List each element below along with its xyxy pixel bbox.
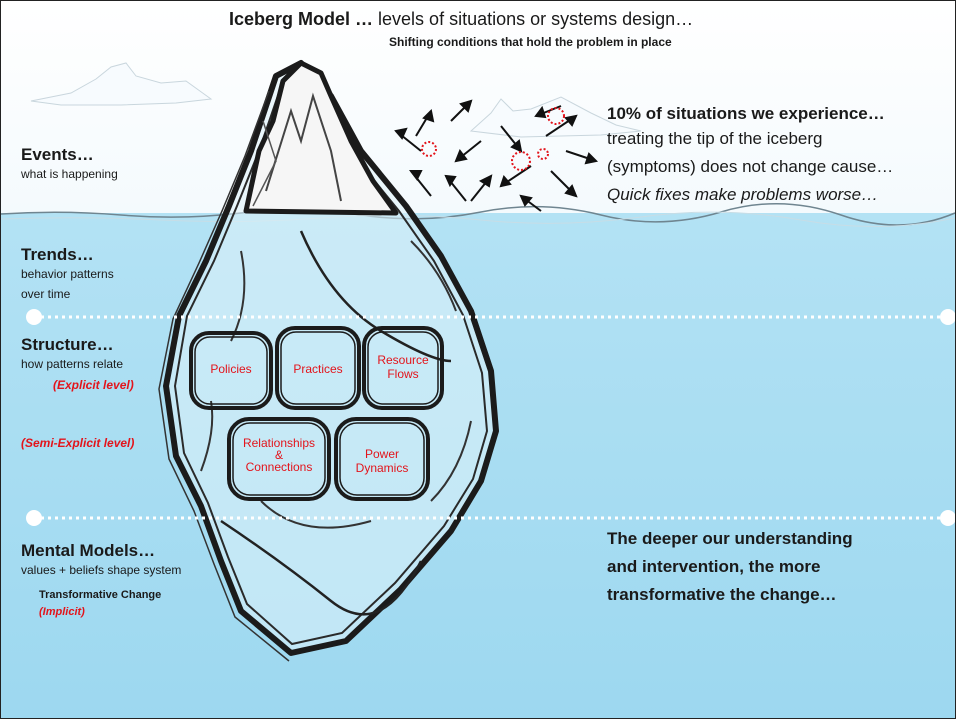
title-rest: levels of situations or systems design… <box>373 9 693 29</box>
right-bottom-line1: The deeper our understanding <box>607 529 853 549</box>
right-top-heading: 10% of situations we experience… <box>607 104 885 124</box>
page-subtitle: Shifting conditions that hold the proble… <box>389 35 672 49</box>
box-label-policies: Policies <box>191 362 271 376</box>
right-top-line4: Quick fixes make problems worse… <box>607 185 878 205</box>
box-label-relationships: Relationships&Connections <box>229 437 329 473</box>
right-bottom-line2: and intervention, the more <box>607 557 820 577</box>
structure-title: Structure… <box>21 335 114 355</box>
structure-desc: how patterns relate <box>21 357 123 371</box>
trends-title: Trends… <box>21 245 94 265</box>
mental-models-desc: values + beliefs shape system <box>21 563 181 577</box>
trends-desc-2: over time <box>21 287 70 301</box>
right-top-line2: treating the tip of the iceberg <box>607 129 822 149</box>
page-title: Iceberg Model … levels of situations or … <box>229 9 693 30</box>
implicit-label: (Implicit) <box>39 606 85 618</box>
explicit-level-label: (Explicit level) <box>53 378 134 392</box>
box-label-practices: Practices <box>277 362 359 376</box>
title-bold: Iceberg Model … <box>229 9 373 29</box>
semi-explicit-level-label: (Semi-Explicit level) <box>21 436 134 450</box>
events-title: Events… <box>21 145 94 165</box>
trends-desc-1: behavior patterns <box>21 267 114 281</box>
transformative-change-label: Transformative Change <box>39 589 161 601</box>
right-top-line3: (symptoms) does not change cause… <box>607 157 893 177</box>
mental-models-title: Mental Models… <box>21 541 155 561</box>
right-bottom-line3: transformative the change… <box>607 585 837 605</box>
events-desc: what is happening <box>21 167 118 181</box>
